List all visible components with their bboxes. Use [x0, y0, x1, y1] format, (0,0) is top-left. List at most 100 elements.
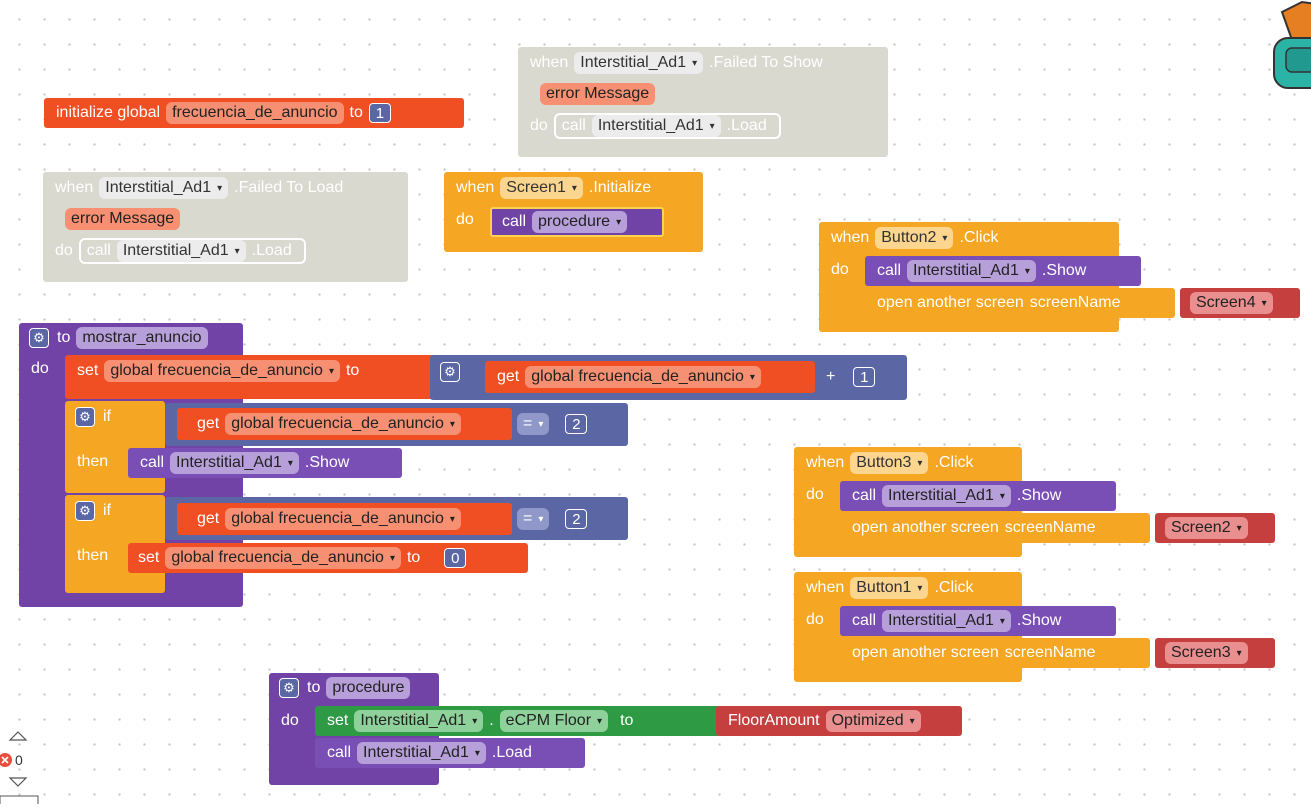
target-dropdown[interactable]: Interstitial_Ad1▾ [907, 260, 1036, 282]
chevron-down-icon: ▾ [999, 615, 1005, 627]
screen-value: Screen4 [1196, 294, 1256, 311]
failed-to-load-event[interactable]: when Interstitial_Ad1▾ .Failed To Load e… [43, 172, 408, 282]
operator-dropdown[interactable]: =▾ [517, 508, 550, 530]
operator-dropdown[interactable]: =▾ [517, 413, 550, 435]
target-dropdown[interactable]: Interstitial_Ad1▾ [882, 610, 1011, 632]
var-name: global frecuencia_de_anuncio [171, 549, 384, 566]
call-load-block[interactable]: call Interstitial_Ad1▾ .Load [315, 738, 585, 768]
when-label: when [806, 454, 845, 471]
call-label: call [561, 117, 586, 134]
component-dropdown[interactable]: Interstitial_Ad1▾ [99, 177, 229, 199]
open-screen-label: open another screen [877, 294, 1024, 311]
target-dropdown[interactable]: Interstitial_Ad1▾ [357, 742, 486, 764]
component-dropdown[interactable]: Screen1▾ [500, 177, 583, 199]
property-name: eCPM Floor [505, 712, 592, 729]
if-block-1[interactable]: ⚙ if then [65, 401, 165, 493]
screen-dropdown[interactable]: Screen4▾ [1190, 292, 1273, 314]
call-show-block[interactable]: call Interstitial_Ad1▾ .Show [128, 448, 402, 478]
global-var-name[interactable]: frecuencia_de_anuncio [166, 102, 344, 124]
call-label: call [877, 262, 902, 279]
component-dropdown[interactable]: Interstitial_Ad1▾ [354, 710, 484, 732]
warning-indicator[interactable]: 0 [0, 730, 40, 807]
gear-icon[interactable]: ⚙ [75, 501, 95, 521]
compare-block-2[interactable]: get global frecuencia_de_anuncio▾ =▾ 2 [165, 497, 628, 540]
component-dropdown[interactable]: Button3▾ [850, 452, 929, 474]
event-param[interactable]: error Message [65, 208, 181, 230]
target-dropdown[interactable]: Interstitial_Ad1▾ [591, 115, 721, 137]
procedure-name[interactable]: mostrar_anuncio [76, 327, 208, 349]
chevron-down-icon: ▾ [449, 513, 455, 525]
gear-icon[interactable]: ⚙ [29, 328, 49, 348]
number-literal[interactable]: 1 [368, 103, 391, 123]
screen-dropdown[interactable]: Screen3▾ [1165, 642, 1248, 664]
get-global-block[interactable]: get global frecuencia_de_anuncio▾ [177, 503, 512, 535]
to-label: to [307, 679, 321, 696]
button2-click-event[interactable]: when Button2▾ .Click do call Interstitia… [819, 222, 1175, 332]
component-dropdown[interactable]: Button1▾ [850, 577, 929, 599]
screen2-literal-block[interactable]: Screen2▾ [1155, 513, 1275, 543]
number-literal[interactable]: 1 [853, 367, 876, 387]
set-global-block[interactable]: set global frecuencia_de_anuncio▾ to [65, 355, 435, 399]
screen-initialize-event[interactable]: when Screen1▾ .Initialize do call proced… [444, 172, 703, 252]
compare-block-1[interactable]: get global frecuencia_de_anuncio▾ =▾ 2 [165, 403, 628, 446]
floor-value: Optimized [831, 712, 904, 729]
target-dropdown[interactable]: Interstitial_Ad1▾ [116, 240, 246, 262]
gear-icon[interactable]: ⚙ [75, 407, 95, 427]
var-name: global frecuencia_de_anuncio [231, 510, 444, 527]
method-name: .Show [304, 454, 350, 471]
screen4-literal-block[interactable]: Screen4▾ [1180, 288, 1300, 318]
chevron-down-icon: ▾ [909, 715, 915, 727]
addition-block[interactable]: ⚙ get global frecuencia_de_anuncio▾ + 1 [430, 355, 907, 400]
get-label: get [497, 368, 520, 385]
chevron-down-icon: ▾ [917, 582, 923, 594]
var-dropdown[interactable]: global frecuencia_de_anuncio▾ [104, 360, 340, 382]
target-dropdown[interactable]: Interstitial_Ad1▾ [882, 485, 1011, 507]
chevron-down-icon: ▾ [571, 182, 577, 194]
var-dropdown[interactable]: global frecuencia_de_anuncio ▾ [225, 508, 461, 530]
failed-to-show-event[interactable]: when Interstitial_Ad1▾ .Failed To Show e… [518, 47, 888, 157]
call-procedure-block[interactable]: call procedure▾ [490, 207, 664, 237]
var-dropdown[interactable]: global frecuencia_de_anuncio▾ [225, 413, 461, 435]
get-global-block[interactable]: get global frecuencia_de_anuncio▾ [177, 408, 512, 440]
chevron-down-icon: ▾ [1236, 647, 1242, 659]
call-show-block[interactable]: call Interstitial_Ad1▾ .Show [840, 606, 1116, 636]
number-literal[interactable]: 2 [565, 414, 588, 434]
component-dropdown[interactable]: Button2▾ [875, 227, 954, 249]
call-block[interactable]: call Interstitial_Ad1▾ .Load [553, 113, 781, 139]
number-literal[interactable]: 2 [565, 509, 588, 529]
property-dropdown[interactable]: eCPM Floor▾ [499, 710, 609, 732]
open-screen-block[interactable]: open another screen screenName [865, 288, 1175, 318]
call-show-block[interactable]: call Interstitial_Ad1▾ .Show [865, 256, 1141, 286]
open-screen-block[interactable]: open another screen screenName [840, 638, 1150, 668]
var-dropdown[interactable]: global frecuencia_de_anuncio ▾ [165, 547, 401, 569]
open-screen-block[interactable]: open another screen screenName [840, 513, 1150, 543]
init-global-block[interactable]: initialize global frecuencia_de_anuncio … [44, 98, 464, 128]
do-label: do [831, 261, 849, 278]
target-dropdown[interactable]: Interstitial_Ad1▾ [170, 452, 299, 474]
procedure-dropdown[interactable]: procedure▾ [532, 211, 628, 233]
event-name: .Click [934, 454, 974, 471]
gear-icon[interactable]: ⚙ [440, 362, 460, 382]
get-global-block[interactable]: get global frecuencia_de_anuncio▾ [485, 361, 815, 393]
screen-dropdown[interactable]: Screen2▾ [1165, 517, 1248, 539]
backpack-icon[interactable] [1272, 0, 1311, 92]
gear-icon[interactable]: ⚙ [279, 678, 299, 698]
procedure-name[interactable]: procedure [326, 677, 411, 699]
event-param[interactable]: error Message [540, 83, 656, 105]
floor-amount-block[interactable]: FloorAmount Optimized▾ [716, 706, 962, 736]
set-property-block[interactable]: set Interstitial_Ad1▾ . eCPM Floor▾ to [315, 706, 720, 736]
button3-click-event[interactable]: when Button3▾ .Click do call Interstitia… [794, 447, 1150, 557]
button1-click-event[interactable]: when Button1▾ .Click do call Interstitia… [794, 572, 1150, 682]
call-show-block[interactable]: call Interstitial_Ad1▾ .Show [840, 481, 1116, 511]
do-label: do [530, 117, 548, 134]
number-literal[interactable]: 0 [444, 548, 467, 568]
set-global-reset-block[interactable]: set global frecuencia_de_anuncio▾ to 0 [128, 543, 528, 573]
chevron-down-icon: ▾ [692, 57, 698, 69]
component-dropdown[interactable]: Interstitial_Ad1▾ [574, 52, 704, 74]
floor-dropdown[interactable]: Optimized ▾ [825, 710, 921, 732]
screen3-literal-block[interactable]: Screen3▾ [1155, 638, 1275, 668]
event-name: .Click [934, 579, 974, 596]
chevron-down-icon: ▾ [389, 552, 395, 564]
var-dropdown[interactable]: global frecuencia_de_anuncio▾ [525, 366, 761, 388]
call-block[interactable]: call Interstitial_Ad1▾ .Load [78, 238, 306, 264]
